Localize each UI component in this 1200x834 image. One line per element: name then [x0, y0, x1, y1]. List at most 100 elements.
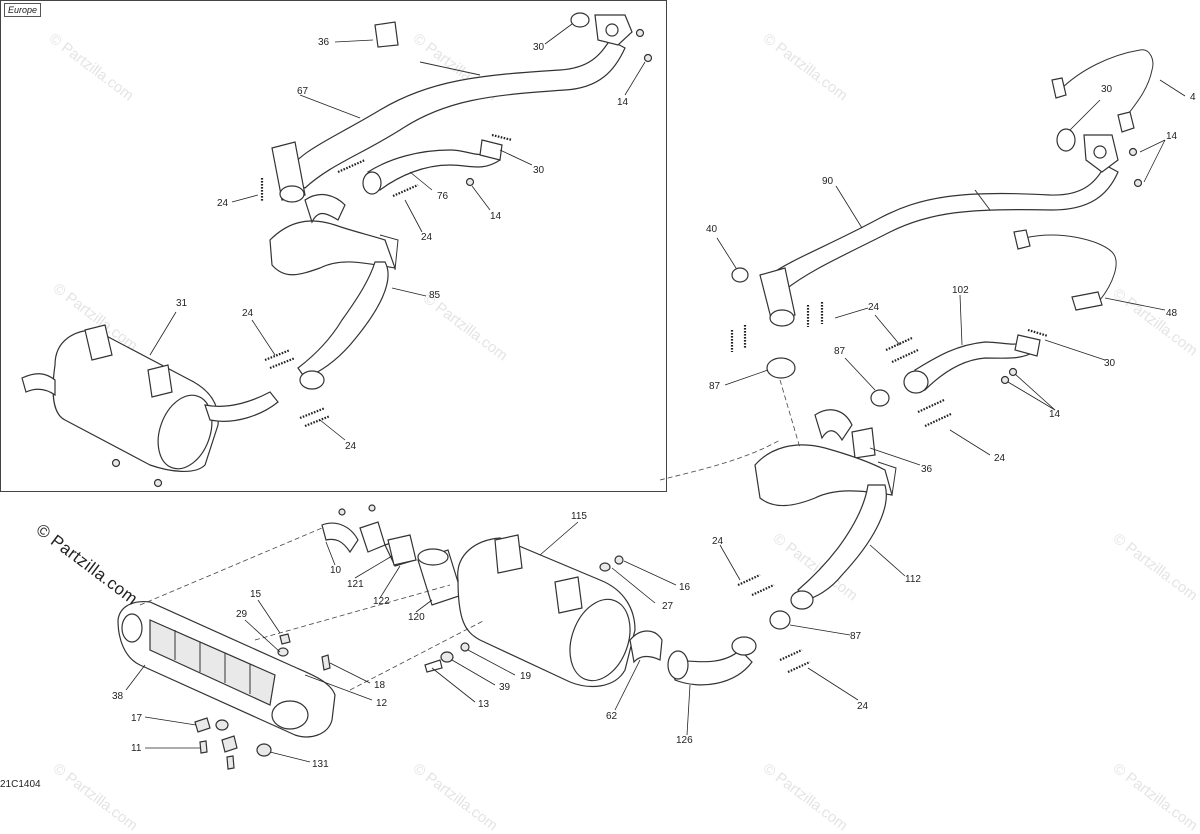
- bolt: [368, 504, 376, 512]
- pipe-inlet: [362, 171, 382, 195]
- callout-label: 24: [857, 701, 869, 712]
- callout-label: 4: [1190, 92, 1196, 103]
- callout-label: 62: [606, 711, 618, 722]
- washer: [153, 478, 163, 488]
- pipe-outlet: [790, 590, 814, 610]
- elbow-flange: [359, 521, 386, 553]
- grille-slats: [174, 630, 251, 694]
- callout-label: 102: [952, 285, 969, 296]
- leader-lines: [125, 23, 1186, 763]
- y-pipe-outlet: [297, 261, 389, 379]
- exhaust-spring: [787, 660, 811, 674]
- sensor-wire: [1059, 49, 1154, 119]
- callout-label: 31: [176, 298, 188, 309]
- callout-label: 131: [312, 759, 329, 770]
- callout-label: 30: [533, 42, 545, 53]
- callout-label: 67: [297, 86, 309, 97]
- muffler-bracket: [494, 534, 523, 574]
- callout-label: 27: [662, 601, 674, 612]
- pipe-outlet: [279, 185, 305, 203]
- exhaust-spring: [1027, 328, 1049, 338]
- muffler-bracket: [554, 576, 583, 614]
- pipe-outlet: [769, 309, 795, 327]
- assembly-line: [779, 379, 801, 449]
- callout-label: 40: [706, 224, 718, 235]
- region-tag: Europe: [4, 3, 42, 17]
- exhaust-spring: [751, 583, 775, 597]
- callout-label: 14: [1049, 409, 1061, 420]
- callouts: 36 30 67 14 24 76 30 14 24 85 31 24 24 3…: [112, 37, 1196, 770]
- callout-label: 122: [373, 596, 390, 607]
- nut: [643, 53, 653, 63]
- exhaust-flange: [479, 139, 503, 161]
- washer: [731, 267, 749, 283]
- washer: [111, 458, 121, 468]
- callout-label: 126: [676, 735, 693, 746]
- muffler-inlet-pipe: [204, 391, 279, 422]
- clip-nut: [194, 717, 211, 733]
- callout-label: 24: [868, 302, 880, 313]
- assembly-line: [349, 619, 486, 691]
- spacer: [277, 647, 289, 657]
- exhaust-spring: [779, 648, 803, 662]
- exhaust-spring: [891, 349, 919, 363]
- heat-shield-outlet: [271, 700, 309, 730]
- callout-label: 36: [318, 37, 330, 48]
- callout-label: 24: [712, 536, 724, 547]
- o2-sensor: [1117, 111, 1135, 133]
- muffler-end-cap: [569, 598, 631, 682]
- grommet: [215, 719, 229, 731]
- callout-label: 15: [250, 589, 262, 600]
- callout-label: 24: [421, 232, 433, 243]
- bolt: [424, 659, 443, 673]
- exhaust-elbow: [321, 522, 359, 554]
- heat-shield-strap: [419, 61, 481, 76]
- exhaust-spring: [737, 573, 761, 587]
- header-pipe: [769, 164, 1119, 291]
- screw: [199, 740, 208, 754]
- callout-label: 18: [374, 680, 386, 691]
- heat-shield-grille: [149, 619, 276, 706]
- sensor-connector: [1051, 77, 1067, 99]
- pipe-outlet: [731, 636, 757, 656]
- grommet: [256, 743, 272, 757]
- callout-label: 13: [478, 699, 490, 710]
- bushing: [440, 651, 454, 663]
- nut: [1000, 375, 1010, 385]
- callout-label: 30: [1101, 84, 1113, 95]
- exhaust-spring: [299, 406, 326, 420]
- bolt: [338, 508, 346, 516]
- exhaust-spring: [304, 414, 331, 428]
- pipe-collar: [271, 141, 306, 201]
- exhaust-spring: [924, 413, 952, 427]
- muffler-bracket: [147, 364, 173, 398]
- exhaust-spring: [264, 348, 291, 362]
- assembly-line: [254, 584, 451, 641]
- exhaust-spring: [917, 399, 945, 413]
- nut: [614, 555, 624, 565]
- callout-label: 24: [217, 198, 229, 209]
- coupler-opening: [417, 548, 449, 566]
- rubber-hanger: [851, 427, 876, 459]
- header-pipe: [284, 39, 626, 189]
- pipe-collar: [759, 267, 796, 323]
- callout-label: 30: [1104, 358, 1116, 369]
- callout-label: 36: [921, 464, 933, 475]
- nut: [465, 177, 475, 187]
- callout-label: 121: [347, 579, 364, 590]
- y-pipe-branch: [304, 193, 346, 224]
- sensor-wire: [1024, 234, 1117, 301]
- flange-port: [605, 23, 619, 37]
- tailpipe: [21, 373, 56, 397]
- callout-label: 24: [242, 308, 254, 319]
- callout-label: 19: [520, 671, 532, 682]
- callout-label: 24: [345, 441, 357, 452]
- callout-label: 16: [679, 582, 691, 593]
- y-pipe-branch: [814, 409, 853, 442]
- sensor-connector: [1013, 229, 1031, 250]
- exhaust-spring: [491, 133, 513, 142]
- callout-label: 87: [834, 346, 846, 357]
- exhaust-spring: [269, 356, 296, 370]
- sealing-ring: [769, 610, 791, 630]
